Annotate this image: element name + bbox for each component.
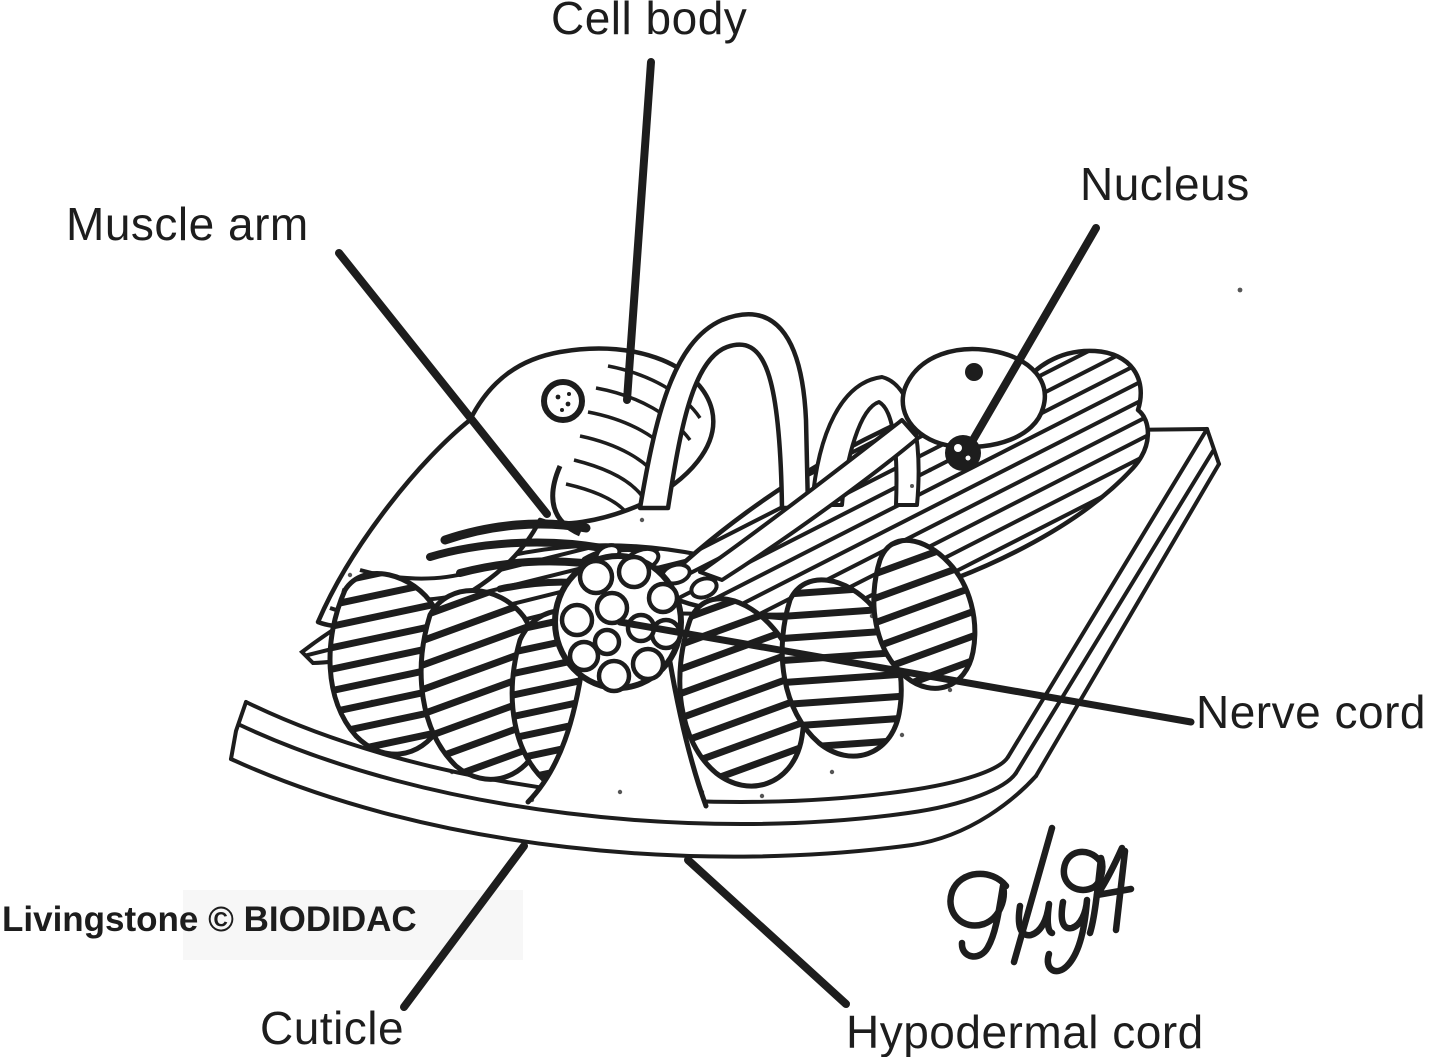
label-muscle-arm: Muscle arm <box>66 198 309 250</box>
label-hypodermal-cord: Hypodermal cord <box>846 1006 1204 1057</box>
muscle-arm-leader <box>335 249 551 518</box>
left-cell-nucleus <box>541 379 585 423</box>
stipple <box>347 287 1243 803</box>
nucleus-leader <box>962 224 1100 456</box>
leader-lines <box>335 58 1195 1011</box>
nerve-cord-leader <box>616 618 1195 726</box>
right-muscle-combs <box>677 537 978 789</box>
cuticle-leader <box>400 842 528 1011</box>
label-cell-body: Cell body <box>551 0 748 44</box>
hypodermal-cord-leader <box>684 856 850 1008</box>
nerve-cord-cluster <box>552 553 684 694</box>
label-cuticle: Cuticle <box>260 1002 405 1054</box>
signature-handwriting <box>947 824 1135 975</box>
right-cell-dot <box>965 363 983 381</box>
cell-body-leader <box>623 58 655 404</box>
label-nucleus: Nucleus <box>1080 158 1250 210</box>
label-nerve-cord: Nerve cord <box>1196 686 1426 738</box>
credit-text: Livingstone © BIODIDAC <box>2 900 417 939</box>
